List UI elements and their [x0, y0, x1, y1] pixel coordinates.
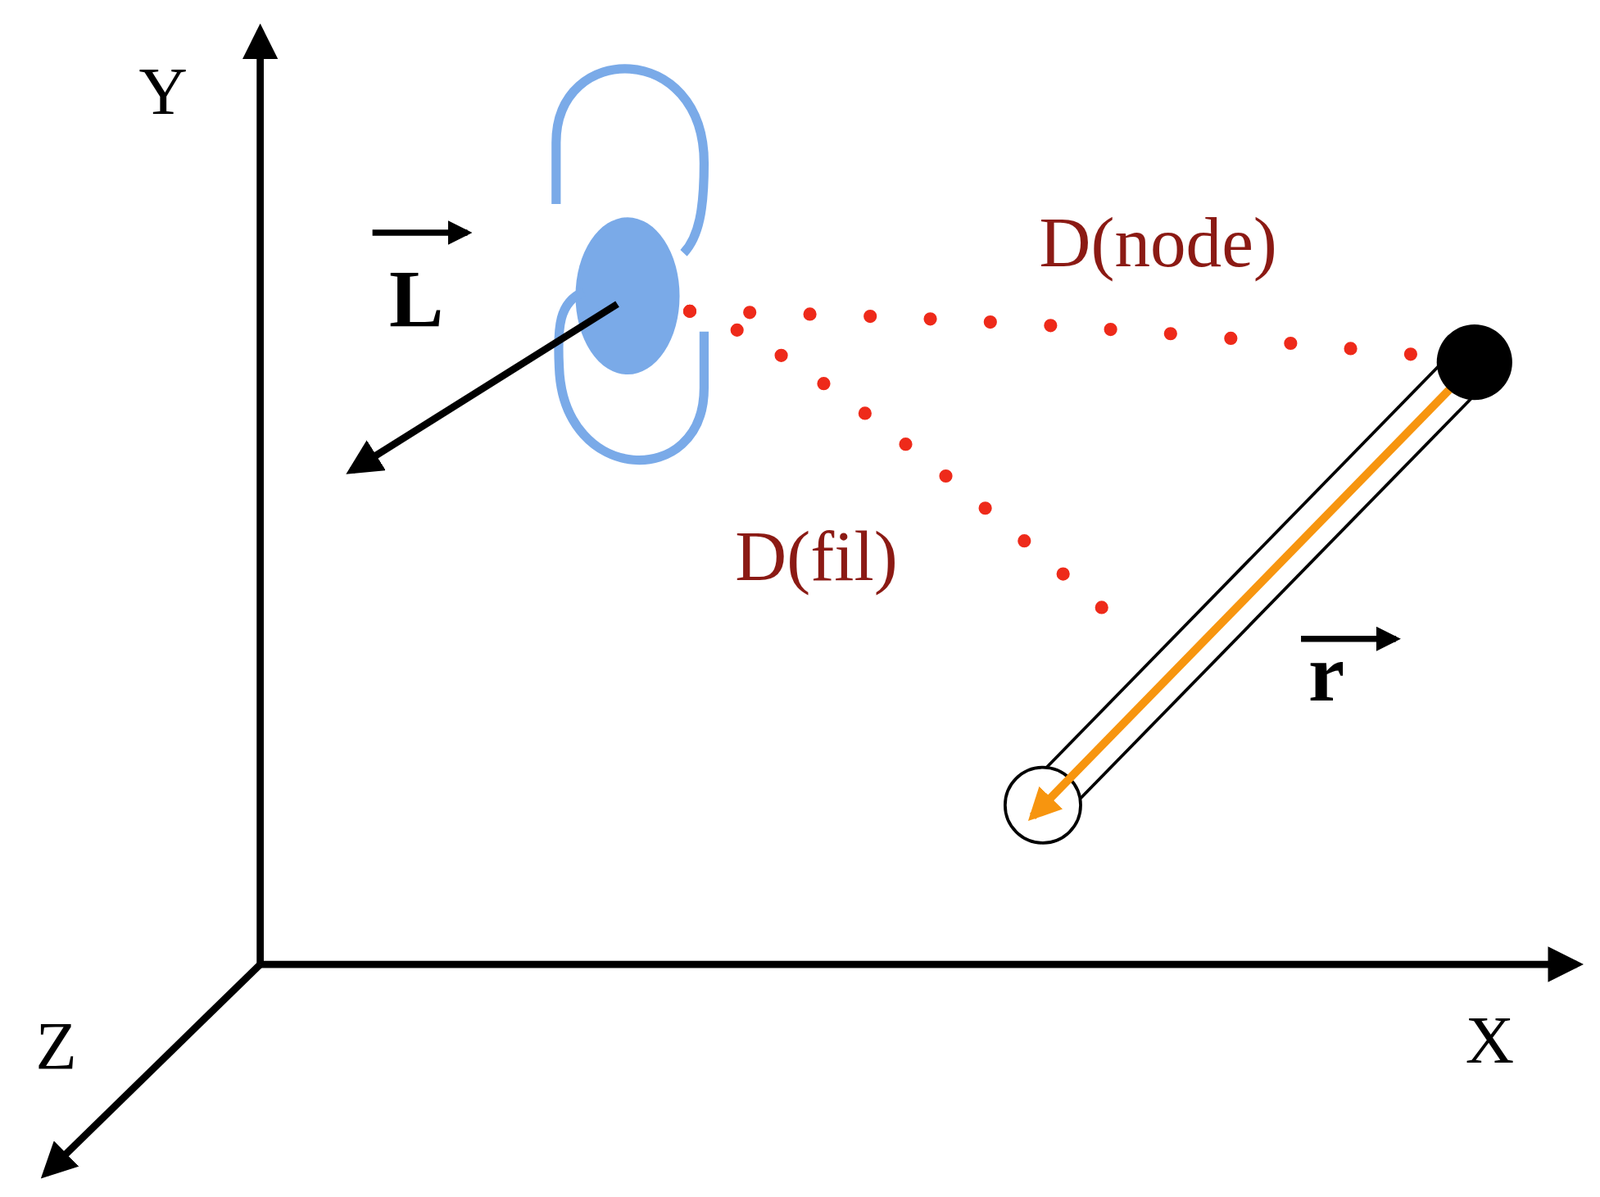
galaxy [556, 68, 705, 461]
distance-label: D(fil) [731, 518, 901, 594]
axis-label: Y [135, 56, 191, 127]
axes [45, 30, 1577, 1174]
distance-line [689, 311, 1421, 356]
vector-label: L [385, 256, 447, 342]
distance-line [689, 311, 1134, 635]
axis-label: Z [31, 1010, 80, 1082]
distance-label: D(node) [1035, 205, 1280, 281]
vector-label: r [1305, 630, 1348, 717]
vector-arrow [372, 229, 468, 236]
axis-label: X [1462, 1005, 1518, 1076]
filament [1005, 324, 1513, 844]
